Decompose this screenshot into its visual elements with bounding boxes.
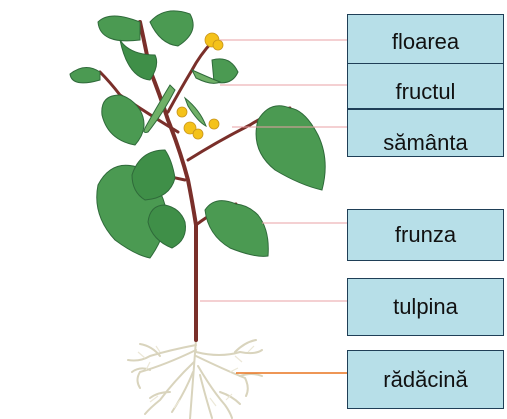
label-fructul-text: fructul (396, 79, 456, 105)
leaf-mid-right (212, 59, 238, 83)
leaf-upper-left (120, 40, 157, 80)
label-samanta: sământa (347, 109, 504, 157)
flower (213, 40, 223, 50)
leaf-left-small (70, 67, 100, 82)
flower (209, 119, 219, 129)
label-frunza: frunza (347, 209, 504, 261)
leaf-top-left (98, 16, 140, 41)
flower (193, 129, 203, 139)
label-radacina: rădăcină (347, 350, 504, 409)
leaf-right-lower (205, 201, 268, 257)
label-tulpina-text: tulpina (393, 294, 458, 320)
leaf-right-large (256, 106, 325, 190)
roots (128, 340, 262, 419)
label-fructul: fructul (347, 63, 504, 109)
label-samanta-text: sământa (383, 130, 467, 156)
label-frunza-text: frunza (395, 222, 456, 248)
leaf-left-mid2 (132, 150, 175, 200)
label-radacina-text: rădăcină (383, 367, 467, 393)
label-floarea-text: floarea (392, 29, 459, 55)
leaf-top-middle (150, 11, 193, 46)
label-tulpina: tulpina (347, 278, 504, 336)
leaf-left-middle (102, 95, 144, 145)
flower (177, 107, 187, 117)
label-floarea: floarea (347, 14, 504, 64)
pod (185, 98, 206, 126)
